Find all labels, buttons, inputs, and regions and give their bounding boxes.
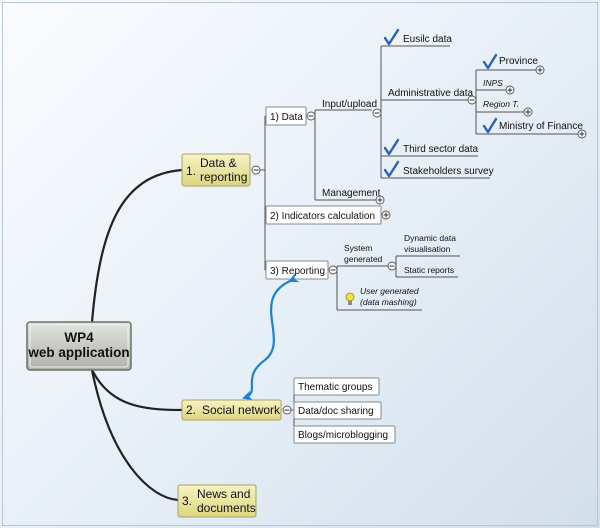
node-administrative-data[interactable]: Administrative data	[388, 88, 473, 99]
collapse-toggle-icon[interactable]	[251, 165, 261, 175]
lightbulb-icon	[345, 292, 355, 305]
branch-data-reporting-line1: Data &	[200, 156, 237, 170]
expand-toggle-icon[interactable]	[523, 107, 533, 117]
expand-toggle-icon[interactable]	[577, 129, 587, 139]
node-indicators-label: 2) Indicators calculation	[270, 211, 375, 222]
collapse-toggle-icon[interactable]	[328, 265, 338, 275]
expand-toggle-icon[interactable]	[535, 65, 545, 75]
node-province[interactable]: Province	[499, 56, 538, 67]
branch-data-reporting[interactable]: 1. Data & reporting	[181, 153, 251, 187]
branch-data-reporting-line2: reporting	[200, 170, 247, 184]
expand-toggle-icon[interactable]	[375, 195, 385, 205]
checkmark-icon	[482, 53, 498, 70]
node-system-generated-line1[interactable]: System	[344, 243, 372, 253]
connector-root-social-network	[91, 369, 183, 412]
collapse-toggle-icon[interactable]	[467, 95, 477, 105]
branch-news-documents-line2: documents	[197, 501, 256, 515]
node-blogs-label: Blogs/microblogging	[298, 430, 388, 441]
collapse-toggle-icon[interactable]	[282, 405, 292, 415]
branch-news-documents-line1: News and	[197, 487, 250, 501]
node-stakeholders-survey[interactable]: Stakeholders survey	[403, 166, 494, 177]
branch-news-documents[interactable]: 3. News and documents	[177, 484, 257, 518]
connector-data-reporting-children	[260, 116, 266, 270]
checkmark-icon	[482, 117, 498, 134]
node-system-generated-line2[interactable]: generated	[344, 254, 383, 264]
node-indicators-calculation[interactable]: 2) Indicators calculation	[265, 205, 382, 225]
node-data-label: 1) Data	[270, 112, 303, 123]
checkmark-icon	[383, 160, 400, 178]
node-reporting-label: 3) Reporting	[270, 266, 325, 277]
relationship-arrow[interactable]	[242, 273, 300, 401]
branch-social-network-label: Social network	[202, 403, 281, 417]
node-thematic-label: Thematic groups	[298, 382, 372, 393]
node-user-generated-line1[interactable]: User generated	[360, 286, 419, 296]
node-eusilc-data[interactable]: Eusilc data	[403, 34, 452, 45]
node-reporting[interactable]: 3) Reporting	[265, 260, 329, 280]
checkmark-icon	[383, 138, 400, 156]
node-sharing-label: Data/doc sharing	[298, 406, 374, 417]
node-management[interactable]: Management	[322, 188, 381, 199]
branch-number: 2.	[186, 403, 196, 417]
node-inps[interactable]: INPS	[483, 78, 503, 88]
collapse-toggle-icon[interactable]	[387, 261, 397, 271]
branch-number: 1.	[186, 164, 196, 178]
node-static-reports[interactable]: Static reports	[404, 265, 454, 275]
root-title-line2: web application	[27, 345, 129, 360]
node-data-doc-sharing[interactable]: Data/doc sharing	[293, 401, 382, 420]
node-data[interactable]: 1) Data	[265, 106, 307, 126]
connector-root-data-reporting	[90, 168, 183, 323]
node-dynamic-line1[interactable]: Dynamic data	[404, 233, 456, 243]
expand-toggle-icon[interactable]	[505, 85, 515, 95]
checkmark-icon	[383, 28, 400, 46]
node-blogs-microblogging[interactable]: Blogs/microblogging	[293, 425, 396, 444]
node-input-upload[interactable]: Input/upload	[322, 99, 377, 110]
expand-toggle-icon[interactable]	[381, 210, 391, 220]
branch-number: 3.	[182, 494, 192, 508]
node-thematic-groups[interactable]: Thematic groups	[293, 377, 380, 396]
collapse-toggle-icon[interactable]	[306, 111, 316, 121]
node-user-generated-line2[interactable]: (data mashing)	[360, 297, 417, 307]
node-region[interactable]: Region T.	[483, 99, 519, 109]
collapse-toggle-icon[interactable]	[372, 108, 382, 118]
root-title-line1: WP4	[64, 330, 94, 345]
root-node[interactable]: WP4 web application	[26, 321, 132, 371]
node-dynamic-line2[interactable]: visualisation	[404, 244, 451, 254]
node-ministry-of-finance[interactable]: Ministry of Finance	[499, 121, 583, 132]
connector-root-news-documents	[90, 369, 179, 502]
branch-social-network[interactable]: 2. Social network	[181, 399, 282, 421]
node-third-sector-data[interactable]: Third sector data	[403, 144, 478, 155]
